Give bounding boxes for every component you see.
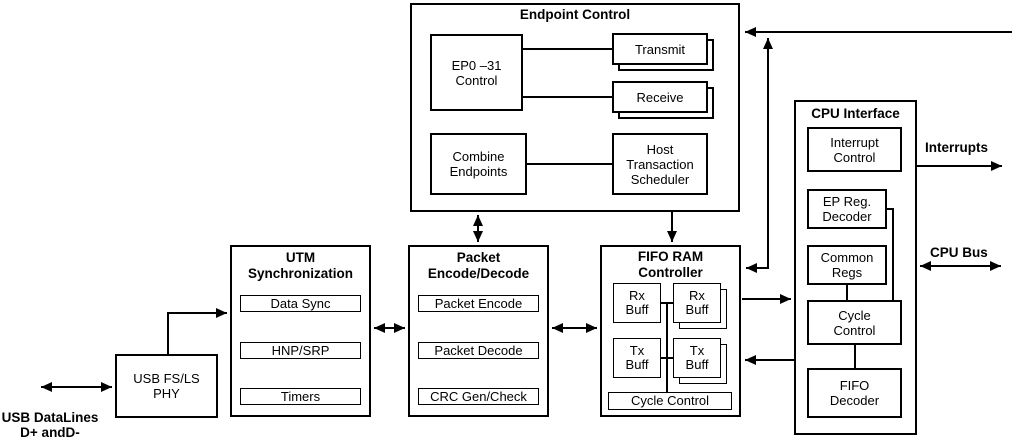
packet-encode-box: Packet Encode [418,295,539,312]
usb-datalines-label: USB DataLines D+ andD- [1,410,99,440]
endpoint-control-title: Endpoint Control [519,7,631,22]
crc-gen-check-box: CRC Gen/Check [418,388,539,405]
fifo-cycle-control-box: Cycle Control [608,392,732,410]
rx-buff-box: Rx Buff [613,283,661,323]
tx-buff-stack-box: Tx Buff [673,338,721,378]
host-transaction-scheduler-box: Host Transaction Scheduler [612,133,708,195]
common-regs-box: Common Regs [807,245,887,285]
interrupt-control-box: Interrupt Control [807,127,902,172]
tx-buff-box: Tx Buff [613,338,661,378]
hnp-srp-box: HNP/SRP [240,342,361,359]
rx-buff-stack-box: Rx Buff [673,283,721,323]
transmit-box: Transmit [612,33,708,65]
interrupts-label: Interrupts [925,140,989,155]
arrow-phy-utm [167,308,227,354]
fifo-ram-controller-block [600,245,741,417]
data-sync-box: Data Sync [240,295,361,312]
arrow-fifo-feedback-riser [746,38,773,273]
packet-decode-box: Packet Decode [418,342,539,359]
cpu-bus-label: CPU Bus [930,245,988,260]
ep-reg-decoder-box: EP Reg. Decoder [807,189,887,229]
timers-box: Timers [240,388,361,405]
usb-fs-ls-phy-box: USB FS/LS PHY [115,354,218,418]
ep0-31-control-box: EP0 –31 Control [430,34,523,111]
receive-box: Receive [612,81,708,113]
fifo-decoder-box: FIFO Decoder [807,368,902,418]
fifo-ram-controller-title: FIFO RAM Controller [637,249,704,280]
utm-synchronization-title: UTM Synchronization [247,250,353,281]
packet-encode-decode-title: Packet Encode/Decode [427,250,530,281]
cpu-interface-title: CPU Interface [811,106,900,121]
cpu-cycle-control-box: Cycle Control [807,300,902,345]
combine-endpoints-box: Combine Endpoints [430,133,527,195]
